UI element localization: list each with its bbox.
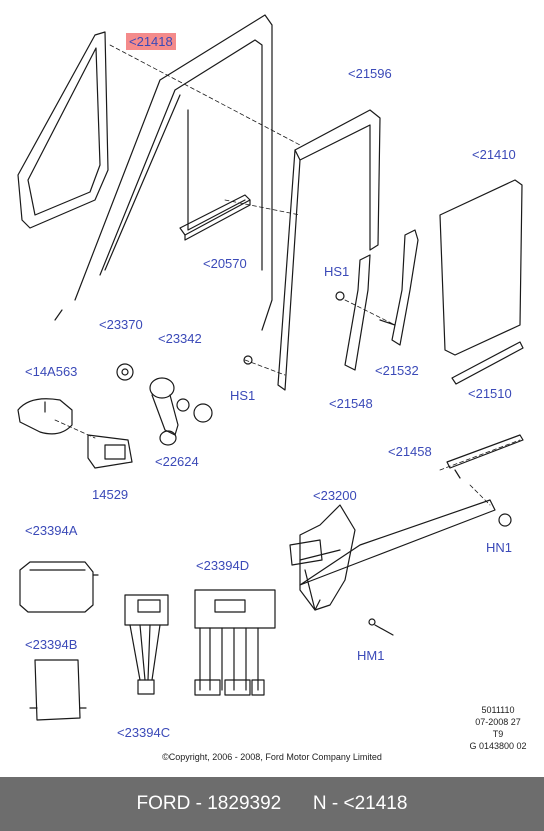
label-20570[interactable]: <20570 — [203, 256, 247, 271]
label-hm1[interactable]: HM1 — [357, 648, 385, 663]
door-frame — [54, 14, 273, 331]
label-hs1-bottom[interactable]: HS1 — [230, 388, 256, 403]
copyright-text: ©Copyright, 2006 - 2008, Ford Motor Comp… — [162, 752, 382, 762]
label-14529[interactable]: 14529 — [92, 487, 129, 502]
label-23394c[interactable]: <23394C — [117, 725, 171, 740]
lamp-14a563 — [17, 398, 73, 435]
handle-group — [116, 363, 213, 446]
label-hs1-top[interactable]: HS1 — [324, 264, 350, 279]
label-21510[interactable]: <21510 — [468, 386, 512, 401]
label-23200[interactable]: <23200 — [313, 488, 357, 503]
label-21418[interactable]: <21418 — [126, 33, 176, 50]
module-23394a — [19, 561, 99, 613]
connector-23394d — [194, 589, 276, 696]
run-channel-21596 — [277, 109, 381, 391]
label-22624[interactable]: <22624 — [155, 454, 199, 469]
label-21410[interactable]: <21410 — [472, 147, 516, 162]
meta-line-3: T9 — [492, 729, 504, 739]
label-23394a[interactable]: <23394A — [25, 523, 78, 538]
footer-n-number: N - <21418 — [312, 793, 408, 814]
meta-line-1: 5011110 — [481, 705, 515, 715]
strip-21510 — [451, 341, 524, 385]
strip-21458 — [446, 434, 524, 479]
parts-diagram — [17, 14, 524, 721]
label-21548[interactable]: <21548 — [329, 396, 373, 411]
label-23370[interactable]: <23370 — [99, 317, 143, 332]
label-14a563[interactable]: <14A563 — [25, 364, 78, 379]
footer-part-number: FORD - 1829392 — [136, 793, 282, 814]
strip-20570 — [179, 194, 251, 241]
module-23394b — [29, 659, 87, 721]
channel-21532 — [379, 229, 419, 346]
footer-bar: FORD - 1829392 N - <21418 — [0, 777, 544, 831]
regulator-23200 — [289, 499, 512, 636]
label-21458[interactable]: <21458 — [388, 444, 432, 459]
label-21532[interactable]: <21532 — [375, 363, 419, 378]
harness-23394c — [124, 594, 169, 695]
label-hn1[interactable]: HN1 — [486, 540, 513, 555]
label-23342[interactable]: <23342 — [158, 331, 202, 346]
meta-line-4: G 0143800 02 — [469, 741, 527, 751]
label-23394b[interactable]: <23394B — [25, 637, 78, 652]
label-21596[interactable]: <21596 — [348, 66, 392, 81]
quarter-glass-21418 — [17, 31, 109, 229]
door-glass-21410 — [439, 179, 523, 356]
drawing-meta: 5011110 07-2008 27 T9 G 0143800 02 — [462, 704, 534, 752]
label-23394d[interactable]: <23394D — [196, 558, 250, 573]
channel-21548 — [344, 254, 371, 371]
switch-14529 — [87, 434, 133, 469]
meta-line-2: 07-2008 27 — [475, 717, 521, 727]
